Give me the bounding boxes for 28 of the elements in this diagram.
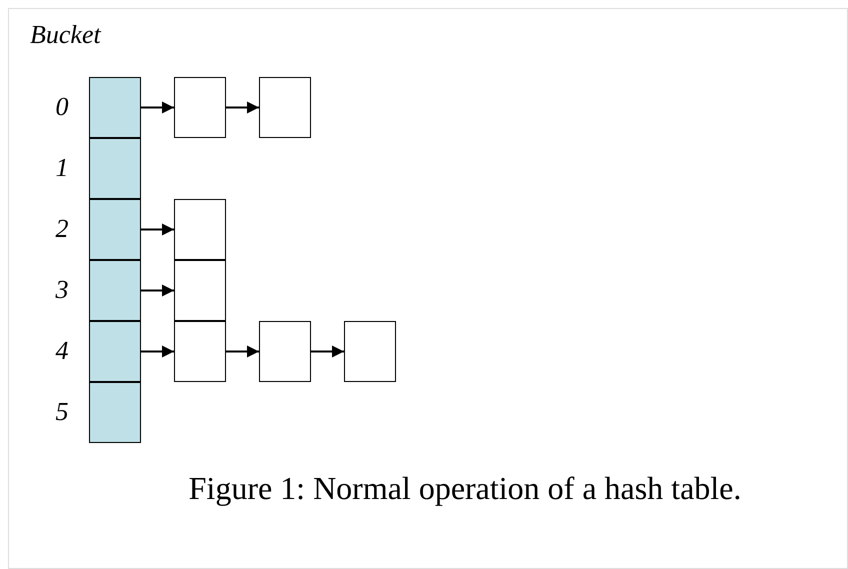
list-node-box: [344, 321, 396, 382]
bucket-cell: [89, 321, 141, 382]
heading-label: Bucket: [30, 20, 101, 50]
bucket-index: 4: [54, 336, 70, 366]
bucket-cell: [89, 138, 141, 199]
bucket-index: 5: [54, 397, 70, 427]
arrow: [141, 224, 174, 236]
arrow: [226, 346, 259, 358]
arrow: [311, 346, 344, 358]
bucket-index: 2: [54, 214, 70, 244]
bucket-index: 0: [54, 92, 70, 122]
list-node-box: [174, 321, 226, 382]
list-node-box: [259, 77, 311, 138]
arrow: [226, 102, 259, 114]
list-node-box: [259, 321, 311, 382]
bucket-index: 3: [54, 275, 70, 305]
list-node-box: [174, 260, 226, 321]
bucket-cell: [89, 199, 141, 260]
bucket-index: 1: [54, 153, 70, 183]
list-node-box: [174, 199, 226, 260]
arrow: [141, 284, 174, 296]
bucket-cell: [89, 382, 141, 443]
figure-caption: Figure 1: Normal operation of a hash table.: [188, 470, 742, 507]
bucket-cell: [89, 77, 141, 138]
arrow: [141, 346, 174, 358]
list-node-box: [174, 77, 226, 138]
arrow: [141, 102, 174, 114]
bucket-cell: [89, 260, 141, 321]
